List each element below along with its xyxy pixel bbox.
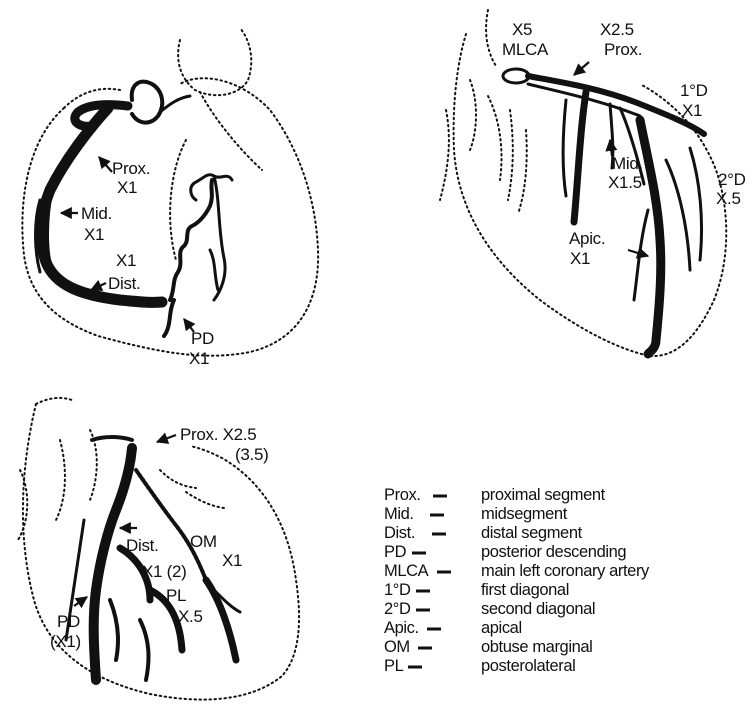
legend-definition: proximal segment bbox=[481, 486, 605, 505]
arrow-pd-circ bbox=[74, 597, 87, 606]
legend-abbr: Mid. bbox=[384, 505, 414, 524]
diag1-label: 1°D bbox=[680, 82, 708, 100]
legend-definition: midsegment bbox=[481, 505, 567, 524]
arrow-prox-lad bbox=[574, 62, 589, 75]
legend-abbr: PD bbox=[384, 543, 406, 562]
pl-weight: X.5 bbox=[178, 608, 203, 626]
legend-dashes bbox=[408, 496, 451, 667]
legend-definition: first diagonal bbox=[481, 581, 569, 600]
right-coronary-anterior-view bbox=[22, 28, 318, 356]
om-weight: X1 bbox=[222, 552, 242, 570]
heart-outline bbox=[18, 398, 299, 700]
mlca-weight: X5 bbox=[512, 21, 532, 39]
rca-dist-weight: X1 bbox=[116, 252, 136, 270]
arrow-dist-rca bbox=[91, 283, 106, 290]
lad-prox-label: Prox. bbox=[604, 41, 642, 59]
legend-definition: posterolateral bbox=[481, 657, 575, 676]
legend-abbr: 1°D bbox=[384, 581, 411, 600]
legend-definition: main left coronary artery bbox=[481, 562, 649, 581]
legend-abbr: MLCA bbox=[384, 562, 428, 581]
pl-label: PL bbox=[166, 587, 186, 605]
legend-abbr: Apic. bbox=[384, 619, 419, 638]
artery-path bbox=[66, 437, 240, 680]
artery-path bbox=[36, 105, 233, 336]
lad-mid-weight: X1.5 bbox=[608, 174, 642, 192]
legend-abbr: Dist. bbox=[384, 524, 415, 543]
lad-mid-label: Mid. bbox=[612, 155, 643, 173]
diag2-label: 2°D bbox=[718, 171, 746, 189]
legend-definition: apical bbox=[481, 619, 522, 638]
circ-pd-label: PD bbox=[57, 613, 80, 631]
rca-dist-label: Dist. bbox=[108, 275, 141, 293]
arrow-prox-circ bbox=[157, 435, 176, 442]
legend-abbr: PL bbox=[384, 657, 403, 676]
mlca-label: MLCA bbox=[502, 41, 548, 59]
circ-prox-alt-weight: (3.5) bbox=[235, 446, 268, 464]
legend-definition: obtuse marginal bbox=[481, 638, 592, 657]
circ-dist-weight: X1 (2) bbox=[142, 563, 187, 581]
legend-definition: distal segment bbox=[481, 524, 582, 543]
rca-prox-weight: X1 bbox=[117, 179, 137, 197]
legend-definition: second diagonal bbox=[481, 600, 595, 619]
legend-definition: posterior descending bbox=[481, 543, 626, 562]
circ-pd-weight: (X1) bbox=[50, 633, 81, 651]
rca-pd-label: PD bbox=[191, 330, 214, 348]
rca-mid-weight: X1 bbox=[84, 226, 104, 244]
left-coronary-anterior-view bbox=[440, 10, 726, 356]
legend-abbr: 2°D bbox=[384, 600, 411, 619]
lad-prox-weight: X2.5 bbox=[600, 21, 634, 39]
apic-weight: X1 bbox=[570, 250, 590, 268]
artery-path bbox=[503, 69, 704, 354]
rca-pd-weight: X1 bbox=[189, 350, 209, 368]
diag2-weight: X.5 bbox=[716, 190, 741, 208]
arrow-prox-rca bbox=[99, 157, 112, 172]
circ-prox-label: Prox. X2.5 bbox=[180, 426, 256, 444]
rca-prox-label: Prox. bbox=[112, 160, 150, 178]
legend-abbr: Prox. bbox=[384, 486, 421, 505]
arrow-apic bbox=[628, 250, 648, 256]
legend-abbr: OM bbox=[384, 638, 410, 657]
heart-outline bbox=[440, 10, 726, 356]
diag1-weight: X1 bbox=[682, 102, 702, 120]
om-label: OM bbox=[190, 533, 217, 551]
rca-mid-label: Mid. bbox=[81, 205, 112, 223]
apic-label: Apic. bbox=[569, 230, 605, 248]
left-coronary-posterior-view bbox=[18, 398, 299, 700]
circ-dist-label: Dist. bbox=[126, 537, 159, 555]
aortic-ring bbox=[132, 82, 190, 123]
